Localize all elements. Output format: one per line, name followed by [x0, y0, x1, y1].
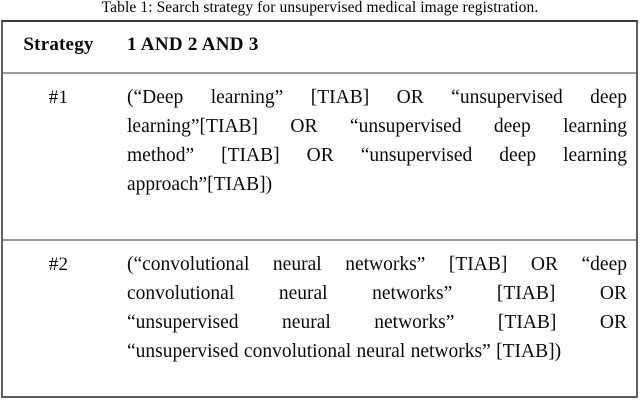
query-line: “unsupervised neural networks” [TIAB] OR [127, 312, 627, 333]
search-strategy-table-container: Strategy 1 AND 2 AND 3 #1 (“Deep learnin… [1, 20, 638, 398]
table-row: #2 (“convolutional neural networks” [TIA… [3, 240, 636, 396]
search-strategy-table: Strategy 1 AND 2 AND 3 #1 (“Deep learnin… [3, 22, 636, 396]
header-cell-strategy: Strategy [3, 22, 114, 74]
cell-query-text: (“Deep learning” [TIAB] OR “unsupervised… [114, 73, 636, 241]
header-label-query: 1 AND 2 AND 3 [127, 34, 259, 55]
table-caption: Table 1: Search strategy for unsupervise… [101, 0, 539, 16]
query-line: (“convolutional neural networks” [TIAB] … [127, 254, 627, 275]
header-cell-query: 1 AND 2 AND 3 [114, 22, 636, 74]
cell-query-text: (“convolutional neural networks” [TIAB] … [114, 240, 636, 396]
cell-strategy-id: #2 [3, 240, 114, 396]
table-row: #1 (“Deep learning” [TIAB] OR “unsupervi… [3, 73, 636, 241]
query-text-block: (“convolutional neural networks” [TIAB] … [114, 241, 636, 366]
cell-strategy-id: #1 [3, 73, 114, 241]
strategy-id-label: #2 [48, 254, 69, 275]
table-header-row: Strategy 1 AND 2 AND 3 [3, 22, 636, 74]
strategy-id-label: #1 [48, 87, 69, 108]
query-line: (“Deep learning” [TIAB] OR “unsupervised… [127, 87, 627, 108]
header-label-strategy: Strategy [23, 34, 94, 55]
query-line: convolutional neural networks” [TIAB] OR [127, 283, 627, 304]
query-text-block: (“Deep learning” [TIAB] OR “unsupervised… [114, 74, 636, 199]
query-line: method” [TIAB] OR “unsupervised deep lea… [127, 145, 627, 166]
query-line: learning”[TIAB] OR “unsupervised deep le… [127, 116, 627, 137]
query-line: “unsupervised convolutional neural netwo… [127, 341, 562, 362]
query-line: approach”[TIAB]) [127, 174, 273, 195]
table-body: Strategy 1 AND 2 AND 3 #1 (“Deep learnin… [3, 22, 636, 396]
